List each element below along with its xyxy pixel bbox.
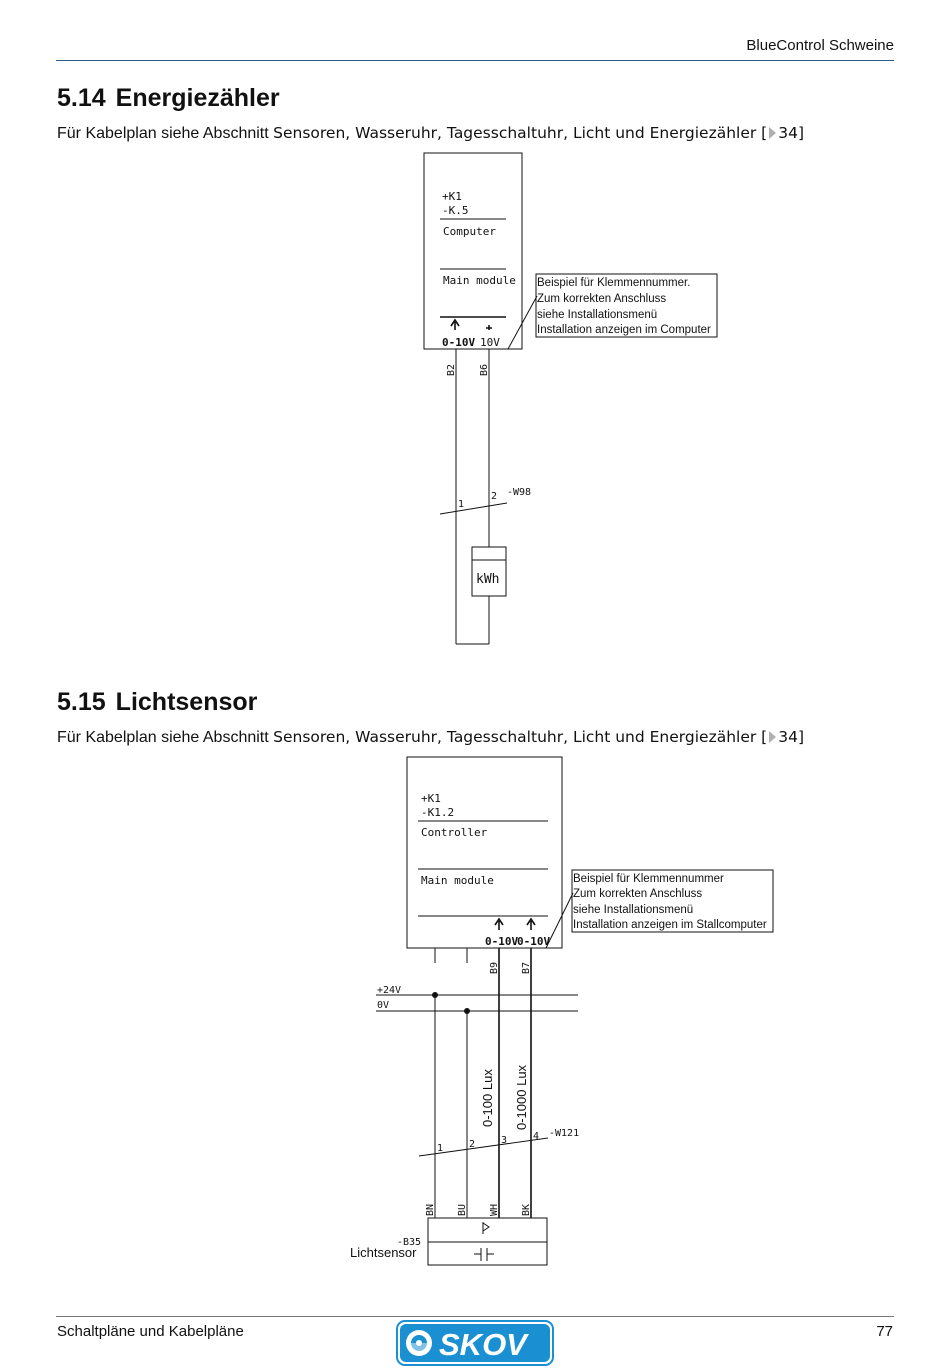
- cable-core-number: 2: [469, 1139, 475, 1150]
- bus-label-24v: +24V: [377, 985, 401, 996]
- cross-reference-link[interactable]: Sensoren, Wasseruhr, Tagesschaltuhr, Lic…: [273, 124, 804, 142]
- section-number: 5.15: [57, 688, 106, 716]
- box-label-main-module: Main module: [421, 874, 494, 887]
- page-reference-arrow-icon: [769, 731, 777, 743]
- cross-reference-page: 34]: [778, 728, 805, 746]
- supply-plus-icon: [486, 325, 492, 330]
- computer-module-box: [423, 152, 523, 350]
- note-line: Zum korrekten Anschluss: [537, 293, 666, 305]
- box-label-controller: Controller: [421, 826, 488, 839]
- cable-designation: -W121: [549, 1128, 579, 1139]
- range-label-0-100-lux: 0-100 Lux: [480, 1069, 495, 1127]
- section-number: 5.14: [57, 84, 106, 112]
- note-line: siehe Installationsmenü: [537, 309, 657, 321]
- wire-color-label: BK: [521, 1204, 532, 1216]
- note-line: Zum korrekten Anschluss: [573, 888, 702, 900]
- page-reference-arrow-icon: [769, 127, 777, 139]
- signal-arrow-icon: [494, 917, 504, 930]
- cable-core-number: 4: [533, 1131, 539, 1142]
- cable-marker-line: [439, 502, 508, 515]
- terminal-note-box: [535, 273, 718, 338]
- cross-reference-link[interactable]: Sensoren, Wasseruhr, Tagesschaltuhr, Lic…: [273, 728, 804, 746]
- light-sensor-diagram: +K1 -K1.2 Controller Main module 0-10V 0…: [350, 756, 774, 1266]
- note-line: siehe Installationsmenü: [573, 904, 693, 916]
- bus-label-0v: 0V: [377, 1000, 389, 1011]
- svg-text:SKOV: SKOV: [439, 1327, 529, 1362]
- section-heading-lichtsensor: 5.15 Lichtsensor: [57, 688, 257, 717]
- note-line: Beispiel für Klemmennummer: [573, 873, 724, 885]
- sensor-name: Lichtsensor: [350, 1245, 417, 1260]
- wire-label-right: B7: [521, 962, 532, 974]
- page-number: 77: [876, 1323, 893, 1340]
- wire-label-left: B2: [446, 364, 457, 376]
- wire-label-left: B9: [489, 962, 500, 974]
- signal-arrow-icon: [526, 917, 536, 930]
- signal-arrow-icon: [450, 318, 460, 330]
- cable-core-number: 3: [501, 1135, 507, 1146]
- box-designation-line2: -K.5: [442, 204, 469, 217]
- intro-text: Für Kabelplan siehe Abschnitt: [57, 125, 269, 142]
- wire-label-right: B6: [479, 364, 490, 376]
- section-heading-energiezaehler: 5.14 Energiezähler: [57, 84, 280, 113]
- section-intro-paragraph: Für Kabelplan siehe Abschnitt Sensoren, …: [57, 728, 804, 747]
- wire-color-label: WH: [489, 1204, 500, 1216]
- sensor-symbol-icon: [474, 1222, 494, 1261]
- document-header-title: BlueControl Schweine: [746, 37, 894, 54]
- cable-marker-line: [418, 1137, 549, 1157]
- box-designation-line1: +K1: [421, 792, 441, 805]
- energy-meter-box: [471, 546, 507, 597]
- wire-color-label: BU: [457, 1204, 468, 1216]
- terminal-label-left: 0-10V: [485, 935, 518, 948]
- wire-color-label: BN: [425, 1204, 436, 1216]
- cable-core-number: 2: [491, 491, 497, 502]
- section-title: Lichtsensor: [115, 688, 258, 716]
- note-line: Installation anzeigen im Computer: [537, 324, 711, 336]
- terminal-label-right: 0-10V: [517, 935, 550, 948]
- section-intro-paragraph: Für Kabelplan siehe Abschnitt Sensoren, …: [57, 124, 804, 143]
- footer-chapter-title: Schaltpläne und Kabelpläne: [57, 1323, 244, 1340]
- terminal-label-right: 10V: [480, 336, 500, 349]
- box-label-main-module: Main module: [443, 274, 516, 287]
- cross-reference-text: Sensoren, Wasseruhr, Tagesschaltuhr, Lic…: [273, 728, 768, 746]
- cross-reference-text: Sensoren, Wasseruhr, Tagesschaltuhr, Lic…: [273, 124, 768, 142]
- cross-reference-page: 34]: [778, 124, 805, 142]
- note-line: Installation anzeigen im Stallcomputer: [573, 919, 767, 931]
- footer-divider: [56, 1316, 894, 1317]
- cable-core-number: 1: [458, 499, 464, 510]
- section-title: Energiezähler: [115, 84, 280, 112]
- skov-logo: SKOV: [396, 1320, 554, 1366]
- meter-label: kWh: [476, 572, 499, 587]
- callout-leader-line: [507, 295, 538, 350]
- energy-meter-diagram: +K1 -K.5 Computer Main module 0-10V 10V …: [423, 152, 718, 645]
- callout-leader-line: [545, 892, 574, 949]
- range-label-0-1000-lux: 0-1000 Lux: [514, 1064, 529, 1130]
- note-line: Beispiel für Klemmennummer.: [537, 277, 690, 289]
- box-designation-line2: -K1.2: [421, 806, 454, 819]
- header-divider: [56, 60, 894, 61]
- terminal-label-left: 0-10V: [442, 336, 475, 349]
- controller-module-box: [406, 756, 563, 949]
- cable-designation: -W98: [507, 487, 531, 498]
- box-designation-line1: +K1: [442, 190, 462, 203]
- intro-text: Für Kabelplan siehe Abschnitt: [57, 729, 269, 746]
- cable-core-number: 1: [437, 1143, 443, 1154]
- box-label-computer: Computer: [443, 225, 496, 238]
- sensor-designation: -B35: [397, 1237, 421, 1248]
- terminal-note-box: [571, 869, 774, 933]
